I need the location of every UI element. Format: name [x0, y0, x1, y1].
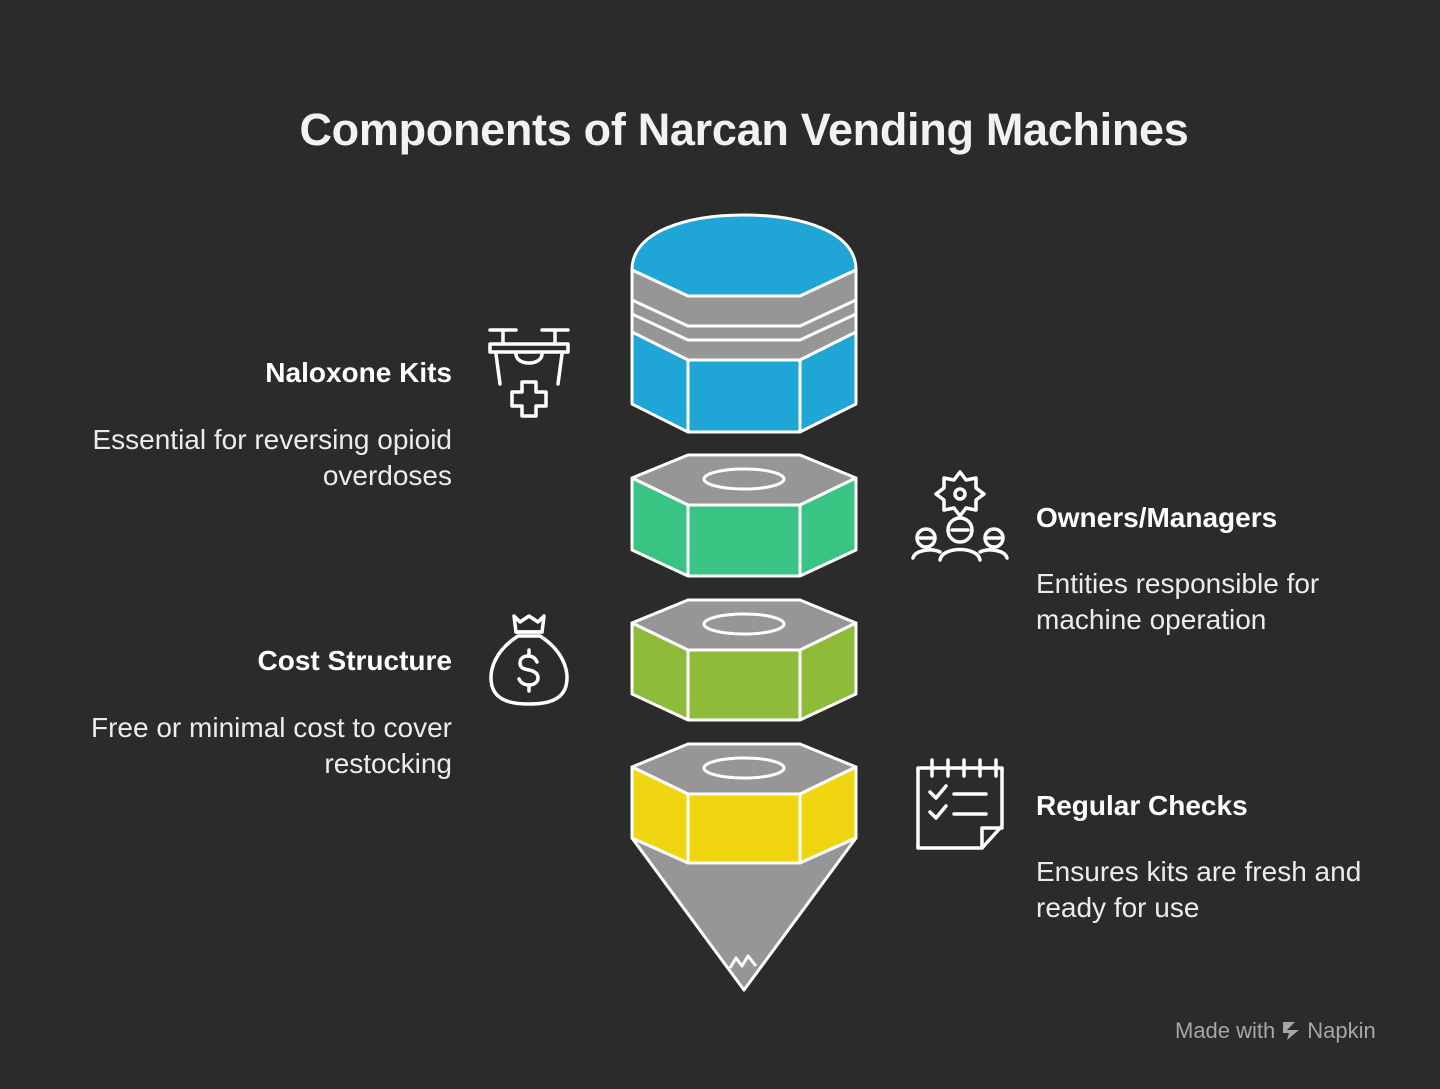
stack-segment-cost-structure: [630, 598, 858, 722]
cost-structure-desc: Free or minimal cost to cover restocking: [91, 712, 452, 779]
page-title: Components of Narcan Vending Machines: [299, 104, 1189, 155]
owners-managers-desc: Entities responsible for machine operati…: [1036, 568, 1320, 635]
stack-segment-naloxone-kits: [630, 213, 858, 434]
stack-cone-tip: [630, 836, 858, 992]
regular-checks-title: Regular Checks: [1036, 790, 1248, 821]
owners-managers-title: Owners/Managers: [1036, 502, 1278, 533]
people-gear-icon: [911, 470, 1009, 562]
napkin-logo-icon: [1283, 1022, 1300, 1040]
regular-checks-desc: Ensures kits are fresh and ready for use: [1036, 856, 1362, 923]
naloxone-kits-title: Naloxone Kits: [265, 357, 452, 388]
stack-segment-owners-managers: [630, 453, 858, 578]
drone-medical-icon: [488, 328, 570, 418]
money-bag-icon: [489, 614, 569, 706]
made-with-napkin-footer: Made with Napkin: [1175, 1018, 1376, 1044]
checklist-calendar-icon: [916, 758, 1004, 850]
stack-segment-regular-checks: [630, 742, 858, 992]
footer-brand: Napkin: [1307, 1018, 1376, 1043]
segment-blue-dome: [630, 213, 858, 298]
cost-structure-title: Cost Structure: [257, 645, 452, 676]
footer-made-with: Made with: [1175, 1018, 1276, 1043]
naloxone-kits-desc: Essential for reversing opioid overdoses: [92, 424, 452, 491]
